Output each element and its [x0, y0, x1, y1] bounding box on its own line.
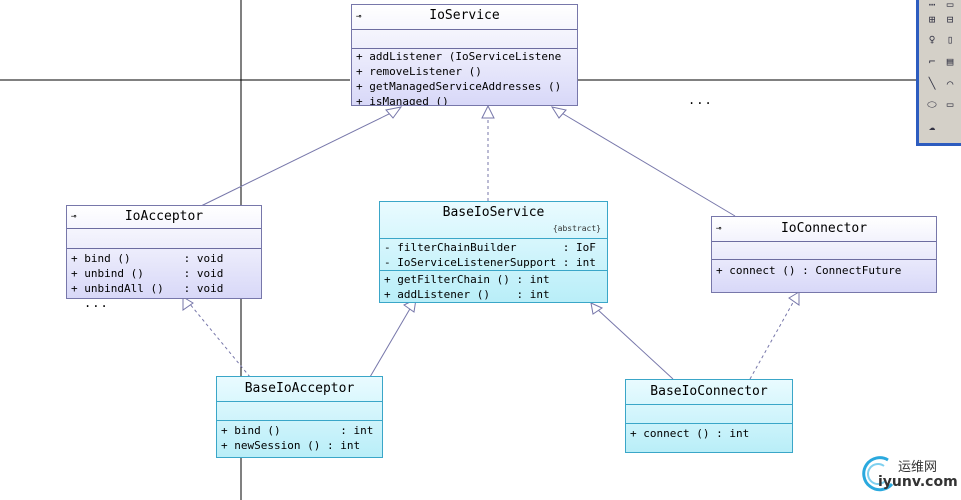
operation[interactable]: + connect () : ConnectFuture — [716, 264, 902, 277]
class-name[interactable]: IoAcceptor — [124, 209, 204, 224]
package-tool-icon[interactable]: ▭ — [946, 0, 954, 11]
attributes-compartment — [352, 29, 577, 48]
operation[interactable]: + getFilterChain () : int — [384, 273, 550, 286]
operations-compartment: + bind () : void + unbind () : void + un… — [67, 248, 261, 296]
table-tool-icon[interactable]: ▤ — [946, 55, 954, 68]
line-tool-icon[interactable]: ╲ — [928, 77, 936, 90]
interface-tool-icon[interactable]: ♀ — [928, 33, 936, 46]
operation[interactable]: + addListener (IoServiceListene — [356, 50, 562, 63]
class-baseioacceptor[interactable]: BaseIoAcceptor + bind () : int + newSess… — [216, 376, 383, 458]
operations-compartment: + addListener (IoServiceListene + remove… — [352, 48, 577, 106]
operations-compartment: + connect () : int — [626, 423, 792, 441]
attribute[interactable]: - IoServiceListenerSupport : int — [384, 256, 596, 269]
ellipse-tool-icon[interactable]: ⬭ — [927, 98, 937, 111]
attributes-compartment — [217, 401, 382, 420]
note-tool-icon[interactable]: ▯ — [946, 33, 954, 46]
class-name[interactable]: IoService — [429, 8, 500, 23]
arrowhead-ioacceptor-ioservice — [385, 106, 403, 119]
class-baseioconnector[interactable]: BaseIoConnector + connect () : int — [625, 379, 793, 453]
arrowhead-baseioservice-ioservice — [481, 104, 495, 119]
class-header: ⊸ IoConnector — [712, 217, 936, 241]
drawing-toolbox: ⋯ ▭ ⊞ ⊟ ♀ ▯ ⌐ ▤ ╲ ⌒ ⬭ ▭ ☁ — [916, 0, 961, 146]
watermark-logo-icon — [862, 456, 894, 492]
class-baseioservice[interactable]: BaseIoService {abstract} - filterChainBu… — [379, 201, 608, 303]
link-ioconnector-ioservice — [559, 111, 736, 217]
operations-compartment: + bind () : int + newSession () : int — [217, 420, 382, 453]
attributes-compartment — [67, 228, 261, 248]
operation[interactable]: + bind () : int — [221, 424, 374, 437]
arrowhead-ioconnector-ioservice — [550, 106, 567, 119]
class-header: BaseIoConnector — [626, 380, 792, 404]
rectangle-tool-icon[interactable]: ▭ — [946, 98, 954, 111]
operation[interactable]: + addListener () : int — [384, 288, 550, 301]
freeform-tool-icon[interactable]: ☁ — [928, 120, 936, 133]
class-header: BaseIoAcceptor — [217, 377, 382, 401]
class-name[interactable]: BaseIoAcceptor — [244, 381, 355, 396]
watermark-cn: 运维网 — [898, 460, 938, 475]
link-ioacceptor-ioservice — [200, 111, 394, 207]
operation[interactable]: + unbindAll () : void — [71, 282, 224, 295]
attributes-compartment: - filterChainBuilder : IoF - IoServiceLi… — [380, 238, 607, 270]
operation[interactable]: + removeListener () — [356, 65, 482, 78]
arrowhead-baseioacceptor-ioacceptor — [182, 296, 194, 311]
operation[interactable]: + unbind () : void — [71, 267, 224, 280]
arrowhead-baseioconnector-ioconnector — [788, 291, 800, 306]
link-baseioacceptor-ioacceptor — [188, 302, 251, 378]
watermark-en: iyunv.com — [878, 474, 958, 490]
tree-tool-icon[interactable]: ⊟ — [946, 13, 954, 26]
operations-compartment: + connect () : ConnectFuture — [712, 259, 936, 278]
operation[interactable]: + bind () : void — [71, 252, 224, 265]
class-ioacceptor[interactable]: ⊸ IoAcceptor + bind () : void + unbind (… — [66, 205, 262, 299]
class-stereotype: {abstract} — [552, 224, 601, 233]
ellipsis-services: ... — [688, 93, 713, 107]
class-name[interactable]: BaseIoConnector — [650, 384, 768, 399]
attribute[interactable]: - filterChainBuilder : IoF — [384, 241, 596, 254]
operation[interactable]: + getManagedServiceAddresses () — [356, 80, 562, 93]
class-header: ⊸ IoService — [352, 5, 577, 29]
class-ioconnector[interactable]: ⊸ IoConnector + connect () : ConnectFutu… — [711, 216, 937, 293]
link-baseioconnector-ioconnector — [749, 298, 796, 380]
attributes-compartment — [626, 404, 792, 423]
class-name[interactable]: IoConnector — [780, 221, 868, 236]
operation[interactable]: + newSession () : int — [221, 439, 361, 452]
class-header: BaseIoService {abstract} — [380, 202, 607, 238]
class-header: ⊸ IoAcceptor — [67, 206, 261, 228]
operations-compartment: + getFilterChain () : int + addListener … — [380, 270, 607, 302]
link-baseioconnector-baseioservice — [596, 308, 674, 380]
attributes-compartment — [712, 241, 936, 259]
watermark: 运维网 iyunv.com — [858, 452, 958, 498]
arrowhead-baseioconnector-baseioservice — [590, 302, 604, 315]
ellipsis-ioacceptor: ... — [84, 296, 109, 310]
operation[interactable]: + isManaged () — [356, 95, 449, 106]
link-tool-icon[interactable]: ⌐ — [928, 55, 936, 68]
class-hierarchy-tool-icon[interactable]: ⊞ — [928, 13, 936, 26]
dependency-tool-icon[interactable]: ⋯ — [928, 0, 936, 11]
link-baseioacceptor-baseioservice — [369, 306, 412, 378]
arc-tool-icon[interactable]: ⌒ — [946, 77, 954, 90]
class-icon: ⊸ — [716, 224, 722, 234]
operation[interactable]: + connect () : int — [630, 427, 750, 440]
class-ioservice[interactable]: ⊸ IoService + addListener (IoServiceList… — [351, 4, 578, 106]
class-name[interactable]: BaseIoService — [442, 205, 545, 220]
class-icon: ⊸ — [356, 12, 362, 22]
class-icon: ⊸ — [71, 212, 77, 222]
